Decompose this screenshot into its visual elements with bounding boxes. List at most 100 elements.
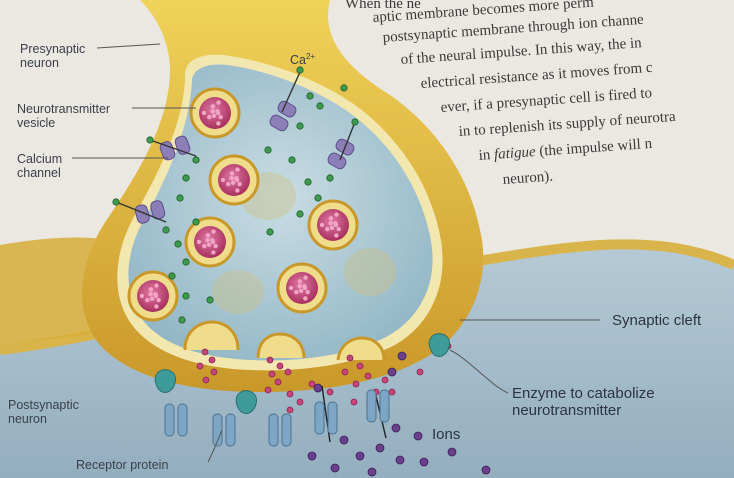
- fusing-vesicles: [183, 320, 386, 361]
- ion: [413, 431, 423, 441]
- neurotransmitter-molecule: [286, 390, 294, 398]
- calcium-ion: [351, 118, 359, 126]
- neurotransmitter-molecule: [284, 368, 292, 376]
- calcium-ion: [266, 228, 274, 236]
- ion-flow-arrow: [149, 139, 197, 157]
- ion: [313, 383, 323, 393]
- ion: [367, 467, 377, 477]
- calcium-ion: [112, 198, 120, 206]
- calcium-ion: [296, 210, 304, 218]
- neurotransmitter-molecule: [356, 362, 364, 370]
- calcium-ion: [192, 156, 200, 164]
- neurotransmitter-molecule: [266, 356, 274, 364]
- label-ions: Ions: [432, 426, 461, 443]
- calcium-ion: [182, 292, 190, 300]
- neurotransmitter-molecule: [268, 370, 276, 378]
- calcium-ion: [174, 240, 182, 248]
- enzyme-icon: [154, 333, 450, 414]
- ion: [355, 451, 365, 461]
- ion-flow-arrow: [115, 201, 167, 223]
- neurotransmitter-molecule: [350, 398, 358, 406]
- neurotransmitter-molecule: [264, 386, 272, 394]
- neurotransmitter-vesicle: [189, 87, 241, 139]
- receptor-protein-icon: [314, 401, 338, 435]
- calcium-ion: [146, 136, 154, 144]
- calcium-ion: [182, 174, 190, 182]
- neurotransmitter-molecule: [326, 388, 334, 396]
- neurotransmitter-molecule: [416, 368, 424, 376]
- ion: [391, 423, 401, 433]
- neurotransmitter-molecule: [208, 356, 216, 364]
- label-receptor-protein: Receptor protein: [76, 458, 169, 472]
- calcium-ion: [314, 194, 322, 202]
- neurotransmitter-molecule: [210, 368, 218, 376]
- book-line-1: When the ne: [345, 0, 421, 12]
- label-synaptic-cleft: Synaptic cleft: [612, 312, 702, 329]
- book-line-9: neuron).: [502, 168, 554, 188]
- ion: [375, 443, 385, 453]
- calcium-channel-icon: [134, 200, 166, 224]
- ion-flow-arrow: [339, 121, 356, 161]
- receptor-protein-icon: [164, 403, 188, 437]
- neurotransmitter-vesicle: [127, 270, 179, 322]
- calcium-channel-icon: [269, 100, 297, 132]
- ion-flow-arrow: [281, 71, 301, 113]
- organelle: [212, 270, 264, 314]
- neurotransmitter-vesicle: [307, 199, 359, 251]
- receptor-protein-icon: [212, 413, 236, 447]
- ion: [330, 463, 340, 473]
- neurotransmitter-molecule: [202, 376, 210, 384]
- ion: [419, 457, 429, 467]
- ion: [339, 435, 349, 445]
- calcium-ion: [168, 272, 176, 280]
- neurotransmitter-vesicle: [208, 154, 260, 206]
- ion: [481, 465, 491, 475]
- organelle: [344, 248, 396, 296]
- neurotransmitter-molecule: [201, 348, 209, 356]
- neurotransmitter-vesicle: [184, 216, 236, 268]
- calcium-ion: [162, 226, 170, 234]
- neurotransmitter-molecule: [341, 368, 349, 376]
- calcium-ion: [304, 178, 312, 186]
- ion: [387, 367, 397, 377]
- ion: [397, 351, 407, 361]
- ion: [447, 447, 457, 457]
- calcium-ion: [296, 66, 304, 74]
- calcium-ion: [176, 194, 184, 202]
- ion: [307, 451, 317, 461]
- neurotransmitter-vesicle: [276, 262, 328, 314]
- receptor-protein-icon: [268, 413, 292, 447]
- neurotransmitter-molecule: [346, 354, 354, 362]
- calcium-ion: [288, 156, 296, 164]
- calcium-ion: [316, 102, 324, 110]
- cytoplasm: [128, 64, 433, 361]
- calcium-ion: [340, 84, 348, 92]
- neurotransmitter-molecule: [274, 378, 282, 386]
- neurotransmitter-molecule: [276, 362, 284, 370]
- neurotransmitter-molecule: [364, 372, 372, 380]
- calcium-ion: [264, 146, 272, 154]
- neurotransmitter-molecule: [381, 376, 389, 384]
- neurotransmitter-molecule: [308, 380, 316, 388]
- calcium-ion: [296, 122, 304, 130]
- calcium-ion: [326, 174, 334, 182]
- neurotransmitter-molecule: [196, 362, 204, 370]
- leader-lines: [72, 43, 600, 463]
- neurotransmitter-molecule: [286, 406, 294, 414]
- calcium-ion: [206, 296, 214, 304]
- label-ca-ion: Ca2+: [290, 52, 316, 68]
- neurotransmitter-molecule: [352, 380, 360, 388]
- calcium-ion: [306, 92, 314, 100]
- neurotransmitter-molecule: [388, 388, 396, 396]
- calcium-ion: [178, 316, 186, 324]
- calcium-channel-icon: [159, 135, 191, 161]
- ion: [395, 455, 405, 465]
- calcium-ion: [192, 218, 200, 226]
